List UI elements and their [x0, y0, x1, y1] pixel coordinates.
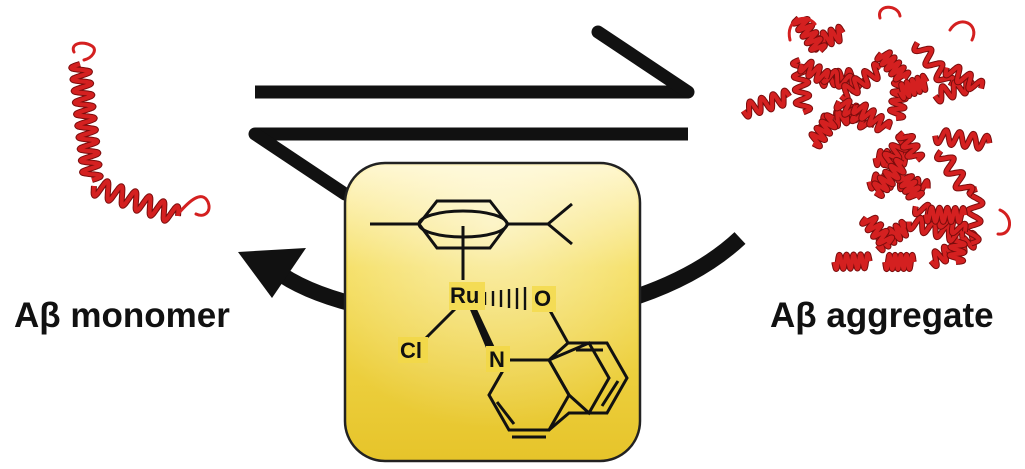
aggregate-coil — [948, 20, 976, 42]
aggregate-helix — [912, 41, 956, 88]
monomer-label: Aβ monomer — [14, 296, 230, 335]
aggregate-coil — [878, 5, 902, 20]
reverse-harpoon-arrow — [248, 127, 688, 201]
aggregate-helix — [896, 174, 924, 200]
ru-n-wedge-bond — [468, 303, 497, 355]
monomer-coil-top — [71, 41, 96, 62]
quinoline-ring — [487, 341, 629, 439]
aggregate-helix — [851, 102, 892, 133]
aggregate-helix — [741, 88, 791, 119]
monomer-helix-bottom — [91, 179, 181, 223]
ruthenium-atom-label: Ru — [450, 283, 479, 308]
aggregate-label: Aβ aggregate — [770, 296, 994, 335]
aggregate-helix — [943, 64, 985, 92]
aggregate-helix — [933, 128, 992, 151]
forward-harpoon-arrow — [255, 25, 695, 99]
monomer-coil-end — [176, 195, 211, 217]
aggregate-helix — [963, 187, 985, 246]
nitrogen-atom-label: N — [489, 347, 505, 372]
aggregate-coil — [787, 17, 817, 42]
cymene-ring — [370, 199, 573, 280]
aggregate-helix — [883, 253, 916, 271]
chloride-atom-label: Cl — [400, 338, 422, 363]
aggregate-helix — [906, 215, 965, 243]
aggregate-helix — [935, 149, 975, 197]
aggregate-helix — [860, 215, 895, 246]
oxygen-atom-label: O — [534, 286, 551, 311]
aggregate-helix — [809, 113, 838, 149]
o-ring-bond — [546, 306, 570, 344]
aggregate-coil — [996, 208, 1011, 236]
monomer-helix-structure — [68, 41, 211, 224]
aggregate-helix — [872, 157, 906, 198]
aggregate-helix — [898, 73, 929, 101]
monomer-helix-vertical — [69, 62, 103, 182]
ruthenium-complex-panel: Ru O Cl N — [343, 161, 642, 463]
aggregate-helix — [798, 59, 830, 83]
aggregate-helix-structure — [740, 5, 1011, 272]
aggregate-helix — [947, 235, 967, 264]
aggregate-helix — [832, 252, 872, 271]
aggregate-helix — [923, 205, 967, 224]
aggregate-helix — [875, 50, 911, 82]
aggregate-helix — [896, 130, 925, 162]
aggregate-helix — [839, 62, 883, 103]
